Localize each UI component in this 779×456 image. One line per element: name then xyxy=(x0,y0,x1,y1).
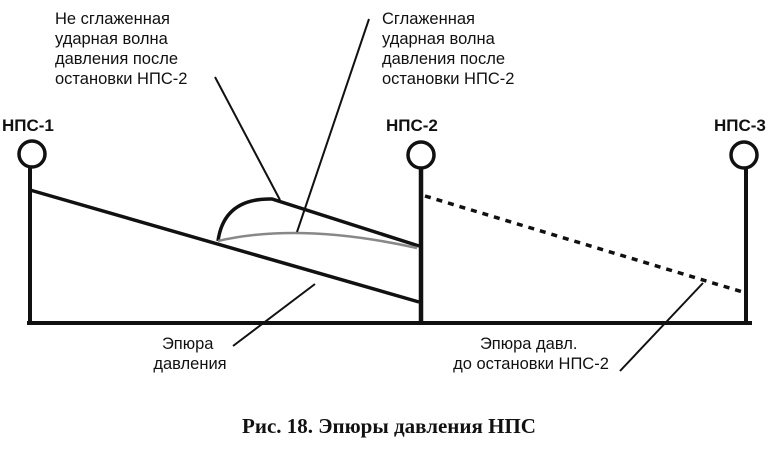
station-nps2: НПС-2 xyxy=(386,116,438,323)
label-smoothed-line1: Сглаженная xyxy=(382,10,475,28)
label-before-stop-line2: до остановки НПС-2 xyxy=(453,355,609,373)
label-smoothed-wave: Сглаженная ударная волна давления после … xyxy=(382,10,514,88)
station-nps1-label: НПС-1 xyxy=(2,116,54,135)
figure-caption: Рис. 18. Эпюры давления НПС xyxy=(242,414,536,438)
station-nps3-label: НПС-3 xyxy=(714,116,766,135)
label-smoothed-line3: давления после xyxy=(382,50,505,68)
label-unsmoothed-line2: ударная волна xyxy=(55,30,169,48)
leader-pressure-profile xyxy=(232,283,316,347)
station-nps1-marker xyxy=(17,139,47,169)
label-pressure-profile-line1: Эпюра xyxy=(162,335,214,353)
label-smoothed-line4: остановки НПС-2 xyxy=(382,70,514,88)
leader-profile-before-stop xyxy=(619,282,704,372)
label-unsmoothed-line4: остановки НПС-2 xyxy=(55,70,187,88)
station-nps1: НПС-1 xyxy=(2,116,54,323)
smoothed-shock-wave xyxy=(217,231,418,250)
label-smoothed-line2: ударная волна xyxy=(382,30,496,48)
leader-unsmoothed xyxy=(214,76,281,201)
label-unsmoothed-line1: Не сглаженная xyxy=(55,10,170,28)
label-before-stop-line1: Эпюра давл. xyxy=(480,335,578,353)
label-pressure-profile-line2: давления xyxy=(153,355,226,373)
label-unsmoothed-line3: давления после xyxy=(55,50,178,68)
station-nps3-marker xyxy=(729,140,759,170)
station-nps3: НПС-3 xyxy=(714,116,766,323)
station-nps2-marker xyxy=(406,140,436,170)
label-profile-before-stop: Эпюра давл. до остановки НПС-2 xyxy=(453,335,609,373)
unsmoothed-shock-wave xyxy=(216,197,420,248)
leader-smoothed xyxy=(296,18,370,233)
label-unsmoothed-wave: Не сглаженная ударная волна давления пос… xyxy=(55,10,187,88)
pressure-profile-line xyxy=(29,188,420,304)
label-pressure-profile: Эпюра давления xyxy=(153,335,226,373)
station-nps2-label: НПС-2 xyxy=(386,116,438,135)
pressure-profile-before-stop-line xyxy=(424,194,747,295)
